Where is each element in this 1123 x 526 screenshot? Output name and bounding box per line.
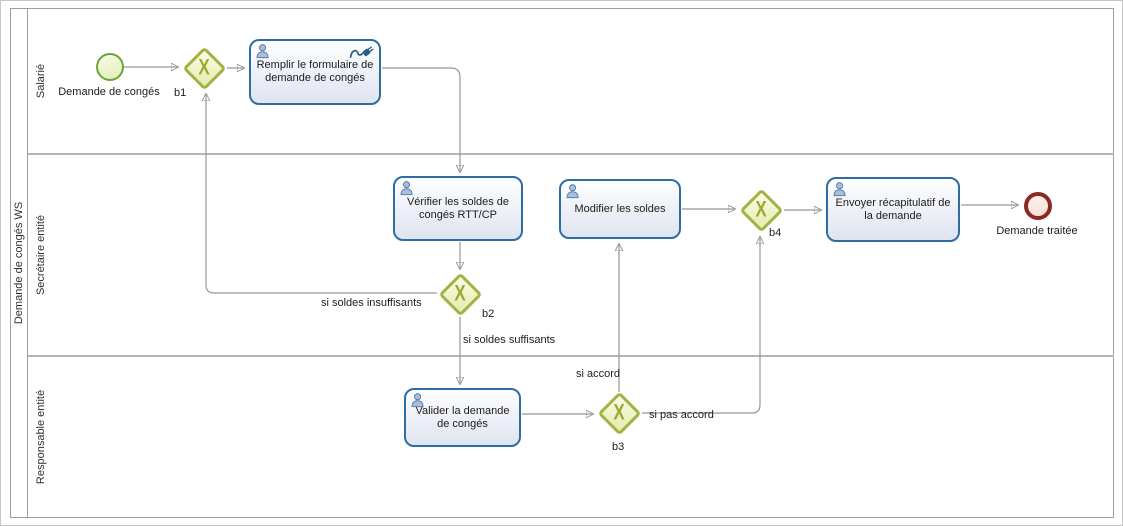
lane-label-secretaire: Secrétaire entité [35, 214, 47, 296]
xor-gateway-icon: X [198, 55, 210, 80]
task-label: Modifier les soldes [574, 202, 666, 215]
user-icon [833, 182, 846, 197]
xor-gateway-icon: X [613, 400, 625, 425]
lane-label-responsable: Responsable entité [35, 389, 47, 485]
flow-label-si-pas-accord: si pas accord [649, 409, 714, 421]
task-label: Vérifier les soldes de congés RTT/CP [406, 195, 510, 221]
task-label: Remplir le formulaire de demande de cong… [256, 59, 374, 84]
start-event[interactable] [96, 53, 124, 81]
user-icon [256, 44, 269, 59]
lane-divider-1 [28, 153, 1114, 155]
task-remplir-formulaire[interactable]: Remplir le formulaire de demande de cong… [249, 39, 381, 105]
end-event[interactable] [1024, 192, 1052, 220]
start-event-label: Demande de congés [58, 86, 160, 98]
task-label: Valider la demande de congés [415, 404, 510, 430]
gateway-b3-label: b3 [612, 441, 625, 453]
gateway-b2-label: b2 [482, 308, 495, 320]
gateway-b4-label: b4 [769, 227, 782, 239]
flow-label-si-soldes-suffisants: si soldes suffisants [463, 334, 556, 346]
gateway-b1[interactable]: X [182, 46, 226, 90]
pool [10, 8, 1114, 518]
task-label: Envoyer récapitulatif de la demande [835, 196, 951, 222]
xor-gateway-icon: X [755, 197, 767, 222]
flow-label-si-accord: si accord [576, 368, 621, 380]
user-icon [400, 181, 413, 196]
lane-label-salarie: Salarié [35, 63, 47, 99]
task-valider-demande[interactable]: Valider la demande de congés [404, 388, 521, 447]
gateway-b1-label: b1 [174, 87, 187, 99]
task-verifier-soldes[interactable]: Vérifier les soldes de congés RTT/CP [393, 176, 523, 241]
connector-plug-icon [349, 46, 374, 59]
end-event-label: Demande traitée [996, 225, 1078, 237]
task-envoyer-recapitulatif[interactable]: Envoyer récapitulatif de la demande [826, 177, 960, 242]
task-modifier-soldes[interactable]: Modifier les soldes [559, 179, 681, 239]
lane-divider-2 [28, 355, 1114, 357]
gateway-b4[interactable]: X [739, 188, 783, 232]
flow-label-si-soldes-insuffisants: si soldes insuffisants [321, 297, 422, 309]
pool-label: Demande de congés WS [13, 201, 25, 325]
pool-header [10, 8, 28, 518]
xor-gateway-icon: X [454, 281, 466, 306]
user-icon [566, 184, 579, 199]
user-icon [411, 393, 424, 408]
gateway-b3[interactable]: X [597, 391, 641, 435]
gateway-b2[interactable]: X [438, 272, 482, 316]
